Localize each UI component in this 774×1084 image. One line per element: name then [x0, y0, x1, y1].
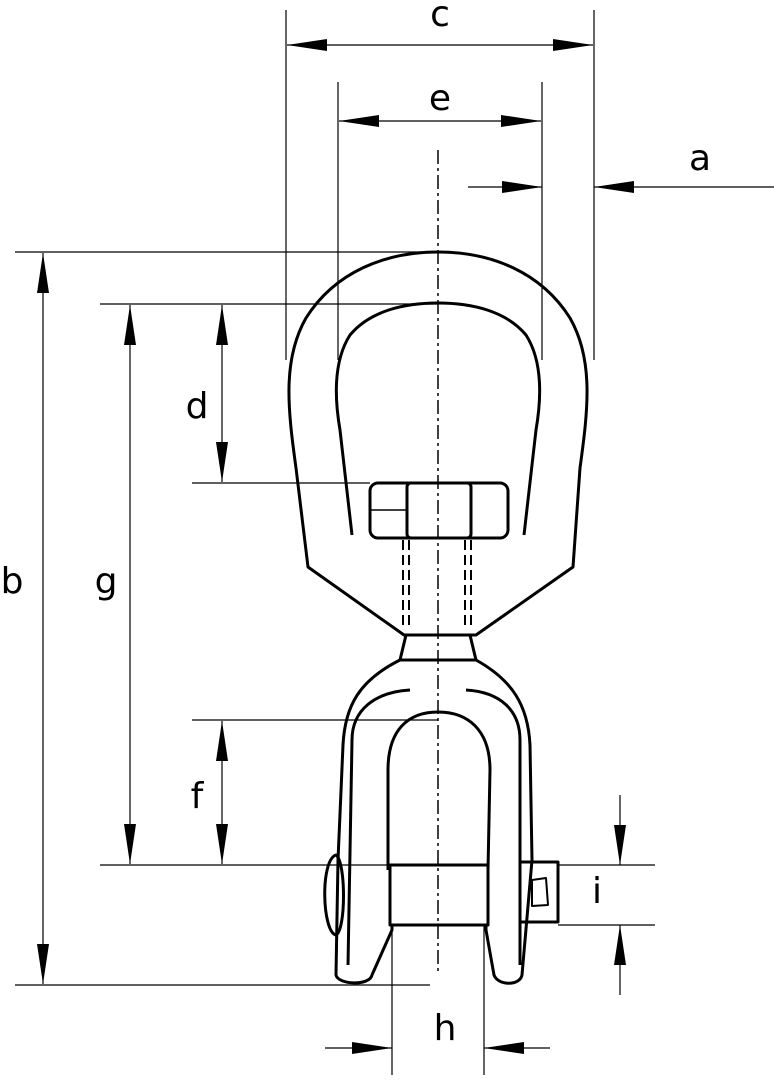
pin-head-left: [323, 853, 345, 937]
dim-label-g: g: [95, 561, 118, 602]
dim-label-d: d: [186, 386, 209, 427]
jaw-pin: [323, 853, 560, 937]
dim-label-h: h: [434, 1008, 457, 1049]
hidden-stem-lines: [402, 540, 472, 625]
cotter-pin: [531, 877, 549, 907]
dimension-lines: [37, 38, 774, 1054]
pin-end-right: [518, 860, 560, 924]
jaw-inner-slot: [386, 710, 492, 871]
extension-lines: [15, 10, 655, 1075]
dim-label-a: a: [689, 138, 711, 179]
dim-label-c: c: [430, 0, 450, 35]
hex-nut: [368, 481, 510, 540]
jaw-clevis: [334, 634, 534, 985]
dim-label-i: i: [592, 871, 602, 912]
dim-label-b: b: [1, 561, 24, 602]
eye-outer-outline: [287, 250, 589, 637]
dim-label-e: e: [429, 78, 451, 119]
dim-label-f: f: [191, 776, 205, 817]
dimension-labels: c e a b g d f i h: [1, 0, 711, 1049]
